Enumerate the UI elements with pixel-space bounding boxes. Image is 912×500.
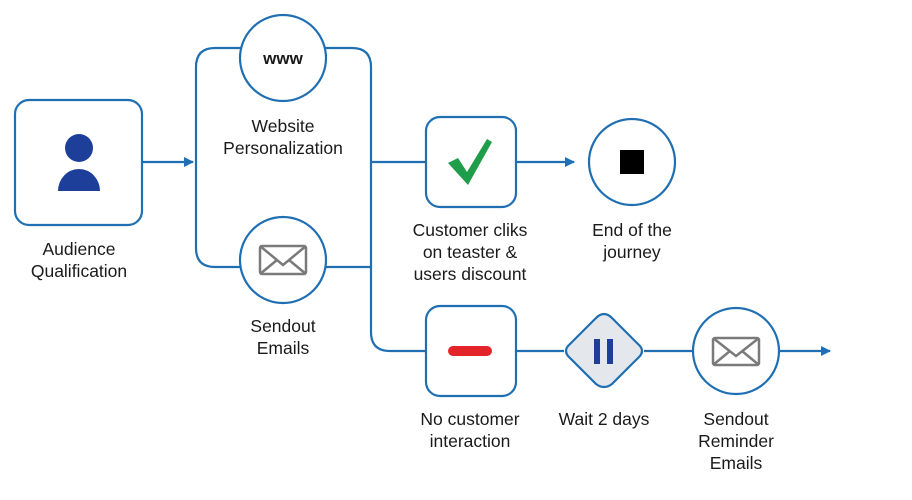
label-line: End of the <box>592 220 672 240</box>
envelope-icon <box>711 336 761 367</box>
label-line: Sendout <box>250 316 316 336</box>
person-icon <box>58 134 100 191</box>
www-icon: www <box>262 49 303 68</box>
node-customer-clicks[interactable] <box>424 115 518 209</box>
label-customer-clicks: Customer cliks on teaster & users discou… <box>413 219 528 285</box>
label-line: Reminder <box>698 431 774 451</box>
checkmark-icon <box>448 139 492 185</box>
node-no-customer-interaction[interactable] <box>424 304 518 398</box>
node-sendout-emails[interactable] <box>238 215 328 305</box>
label-line: Personalization <box>223 138 343 158</box>
minus-icon <box>448 346 492 356</box>
branch-bracket-right <box>325 46 426 353</box>
label-line: Emails <box>709 453 763 473</box>
label-line: interaction <box>429 431 511 451</box>
label-sendout-reminder-emails: Sendout Reminder Emails <box>698 408 774 474</box>
node-audience-qualification[interactable] <box>13 98 144 227</box>
node-sendout-reminder-emails[interactable] <box>691 306 781 396</box>
label-line: Emails <box>256 338 310 358</box>
label-line: on teaster & <box>422 242 518 262</box>
envelope-icon <box>258 244 308 276</box>
label-line: Website <box>251 116 315 136</box>
label-no-customer-interaction: No customer interaction <box>420 408 519 452</box>
node-website-personalization[interactable]: www <box>238 13 328 103</box>
label-line: Qualification <box>30 261 128 281</box>
label-line: journey <box>603 242 661 262</box>
label-sendout-emails: Sendout Emails <box>250 315 315 359</box>
label-line: Customer cliks <box>412 220 528 240</box>
label-line: Audience <box>42 239 116 259</box>
branch-bracket-left <box>194 46 241 269</box>
label-line: Wait 2 days <box>558 409 650 429</box>
label-website-personalization: Website Personalization <box>223 115 343 159</box>
pause-icon <box>594 339 613 364</box>
label-audience-qualification: Audience Qualification <box>31 238 127 282</box>
label-line: users discount <box>413 264 527 284</box>
label-line: No customer <box>420 409 520 429</box>
label-end-of-journey: End of the journey <box>592 219 672 263</box>
node-wait-2-days[interactable] <box>564 312 644 389</box>
label-wait-2-days: Wait 2 days <box>559 408 650 430</box>
stop-icon <box>620 150 644 174</box>
label-line: Sendout <box>703 409 769 429</box>
connectors <box>142 46 831 356</box>
node-end-of-journey[interactable] <box>587 117 677 207</box>
